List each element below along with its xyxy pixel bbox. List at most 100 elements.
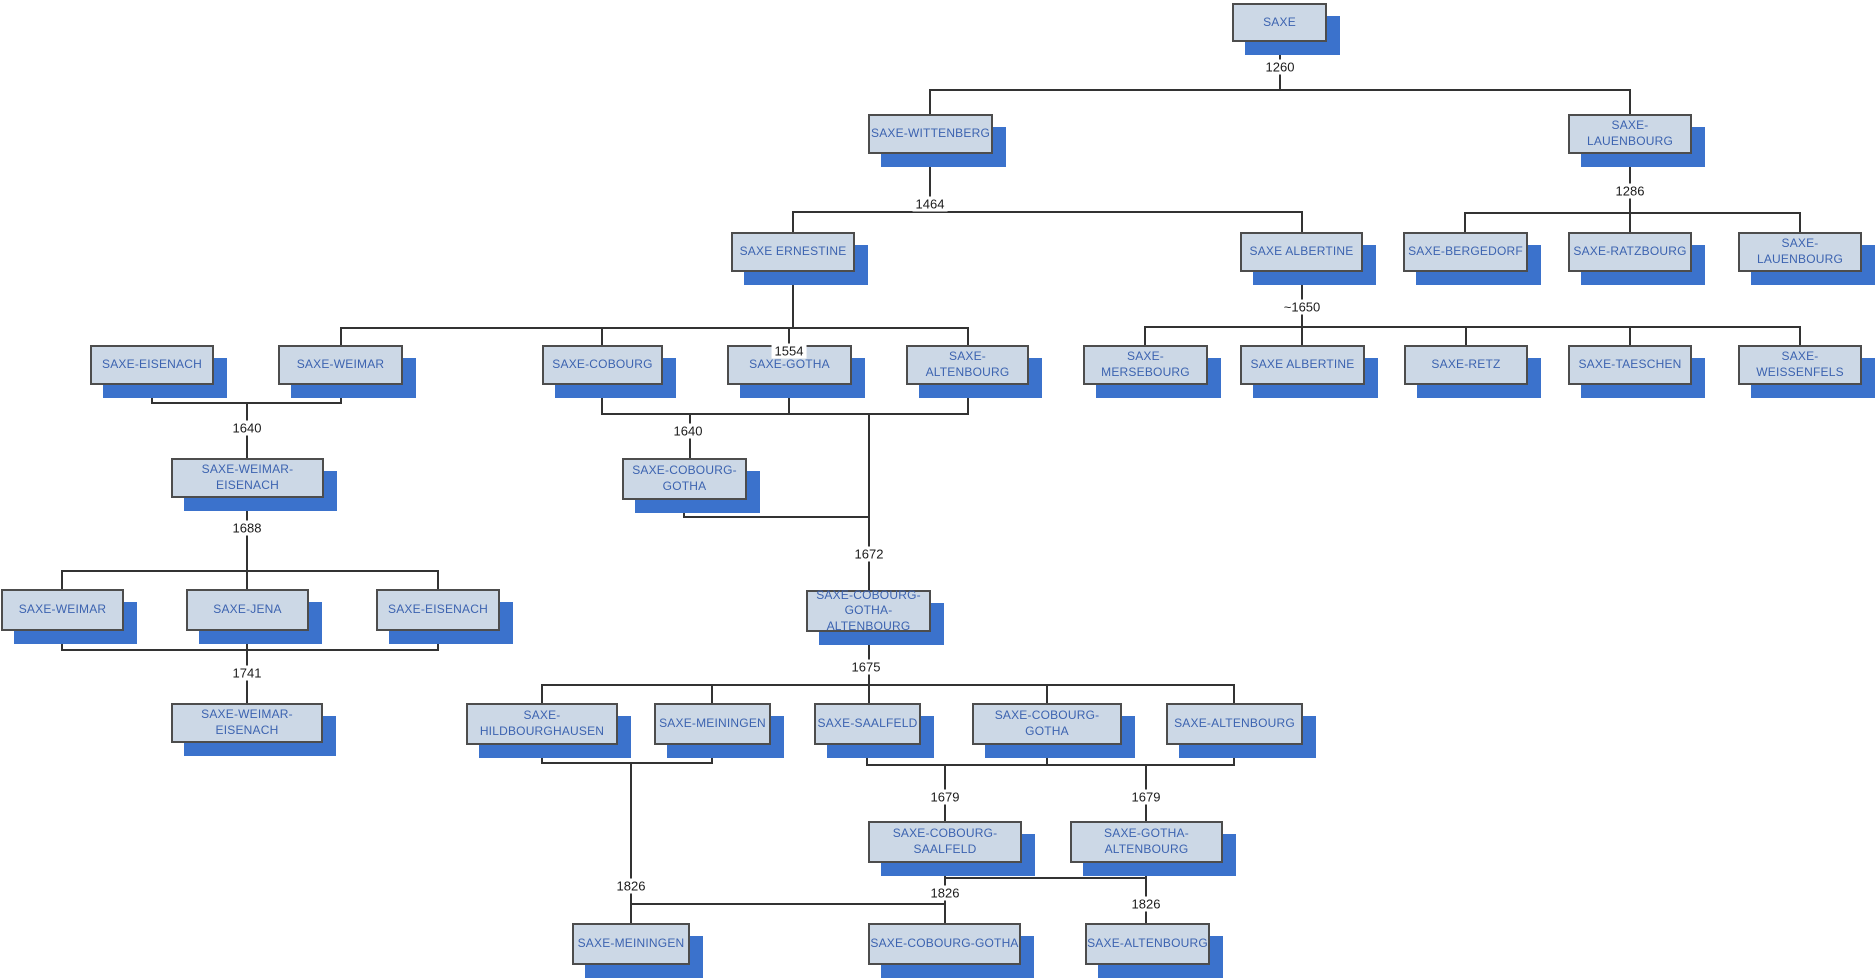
connector-line [1301,212,1303,232]
node-saxe-altenbourg-2[interactable]: SAXE-ALTENBOURG [1166,703,1303,745]
connector-line [1046,685,1048,703]
node-saxe-weimar-eisenach-2[interactable]: SAXE-WEIMAR-EISENACH [171,703,323,743]
node-saxe-meiningen-1[interactable]: SAXE-MEININGEN [654,703,771,745]
node-saxe-hildbourghausen[interactable]: SAXE-HILDBOURGHAUSEN [466,703,618,745]
connector-line [683,516,870,518]
connector-line [246,571,248,589]
connector-line [151,385,153,403]
node-saxe-mersebourg[interactable]: SAXE-MERSEBOURG [1083,345,1208,385]
node-saxe-cobourg-gotha-2[interactable]: SAXE-COBOURG-GOTHA [972,703,1122,745]
connector-line [683,500,685,517]
node-saxe-cobourg-gotha-1[interactable]: SAXE-COBOURG- GOTHA [622,458,747,500]
connector-line [541,684,1235,686]
connector-line [1145,863,1147,923]
connector-line [1464,213,1466,232]
connector-line [1464,212,1801,214]
year-label-1679-right: 1679 [1128,789,1164,805]
node-saxe-cobourg-gotha-altenbourg[interactable]: SAXE-COBOURG- GOTHA-ALTENBOURG [806,588,931,633]
connector-line [1629,327,1631,345]
year-label-1650: ~1650 [1280,299,1324,315]
node-saxe-retz[interactable]: SAXE-RETZ [1404,345,1528,385]
connector-line [437,631,439,650]
year-label-1640-left: 1640 [229,420,265,436]
connector-line [541,762,713,764]
connector-line [866,745,868,765]
node-saxe-eisenach-1[interactable]: SAXE-EISENACH [90,345,214,385]
connector-line [437,571,439,589]
node-saxe-meiningen-2[interactable]: SAXE-MEININGEN [572,923,690,965]
year-label-1464: 1464 [912,196,948,212]
year-label-1826-left: 1826 [613,878,649,894]
connector-line [340,327,969,329]
connector-line [929,89,1631,91]
node-saxe-ratzbourg[interactable]: SAXE-RATZBOURG [1568,232,1692,272]
connector-line [340,328,342,345]
node-saxe-jena[interactable]: SAXE-JENA [186,589,309,631]
node-saxe-weimar-1[interactable]: SAXE-WEIMAR [278,345,403,385]
node-saxe-albertine-1[interactable]: SAXE ALBERTINE [1240,232,1363,272]
connector-line [929,90,931,114]
connector-line [1465,327,1467,345]
year-label-1688: 1688 [229,520,265,536]
connector-line [246,631,248,650]
year-label-1675: 1675 [848,659,884,675]
year-label-1260: 1260 [1262,59,1298,75]
connector-line [967,385,969,414]
node-saxe-weimar-eisenach-1[interactable]: SAXE-WEIMAR-EISENACH [171,458,324,498]
connector-line [541,745,543,763]
connector-line [711,745,713,763]
connector-line [601,413,969,415]
connector-line [61,649,439,651]
connector-line [541,685,543,703]
node-saxe-lauenbourg-2[interactable]: SAXE-LAUENBOURG [1738,232,1862,272]
node-saxe[interactable]: SAXE [1232,3,1327,42]
node-saxe-altenbourg-3[interactable]: SAXE-ALTENBOURG [1085,923,1210,965]
connector-line [1629,90,1631,114]
node-saxe-cobourg[interactable]: SAXE-COBOURG [542,345,663,385]
connector-line [1799,327,1801,345]
year-label-1672: 1672 [851,546,887,562]
year-label-1826-right: 1826 [1128,896,1164,912]
connector-line [1629,213,1631,232]
year-label-1741: 1741 [229,665,265,681]
connector-line [1046,745,1048,765]
connector-line [788,385,790,414]
node-saxe-altenbourg-1[interactable]: SAXE-ALTENBOURG [906,345,1029,385]
year-label-1679-left: 1679 [927,789,963,805]
connector-line [1233,685,1235,703]
year-label-1554: 1554 [771,343,807,359]
node-saxe-cobourg-saalfeld[interactable]: SAXE-COBOURG-SAALFELD [868,821,1022,863]
connector-line [340,385,342,403]
connector-line [967,328,969,345]
node-saxe-lauenbourg-1[interactable]: SAXE-LAUENBOURG [1568,114,1692,154]
connector-line [1233,745,1235,765]
connector-line [61,571,63,589]
year-label-1286: 1286 [1612,183,1648,199]
connector-line [630,903,946,905]
node-saxe-ernestine[interactable]: SAXE ERNESTINE [731,232,855,272]
connector-line [601,328,603,345]
connector-line [1144,327,1146,345]
connector-line [61,570,439,572]
node-saxe-eisenach-2[interactable]: SAXE-EISENACH [376,589,500,631]
connector-line [792,211,1303,213]
node-saxe-taeschen[interactable]: SAXE-TAESCHEN [1568,345,1692,385]
connector-line [792,272,794,328]
node-saxe-albertine-2[interactable]: SAXE ALBERTINE [1240,345,1365,385]
node-saxe-cobourg-gotha-3[interactable]: SAXE-COBOURG-GOTHA [868,923,1021,965]
node-saxe-weissenfels[interactable]: SAXE-WEISSENFELS [1738,345,1862,385]
connector-line [792,212,794,232]
connector-line [929,154,931,212]
node-saxe-wittenberg[interactable]: SAXE-WITTENBERG [868,114,993,154]
node-saxe-weimar-2[interactable]: SAXE-WEIMAR [1,589,124,631]
connector-line [868,414,870,590]
node-saxe-saalfeld[interactable]: SAXE-SAALFELD [814,703,921,745]
node-saxe-gotha-altenbourg[interactable]: SAXE-GOTHA-ALTENBOURG [1070,821,1223,863]
connector-line [1799,213,1801,232]
connector-line [711,685,713,703]
connector-line [61,631,63,650]
connector-line [866,764,1235,766]
connector-line [601,385,603,414]
node-saxe-bergedorf[interactable]: SAXE-BERGEDORF [1403,232,1528,272]
connector-line [630,763,632,923]
